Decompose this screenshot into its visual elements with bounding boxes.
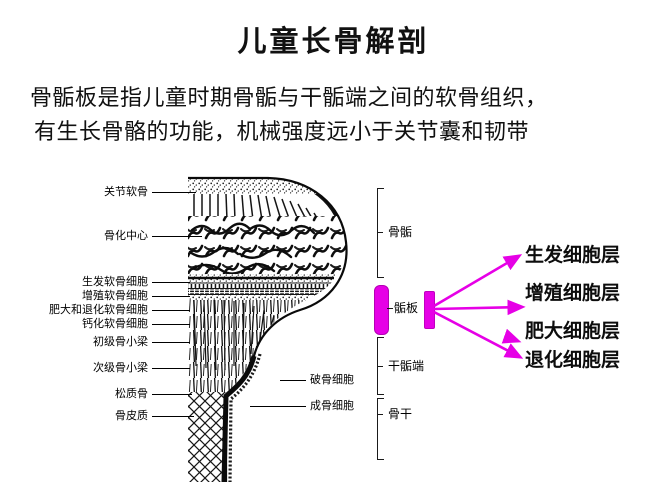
page-title: 儿童长骨解剖 (237, 24, 430, 58)
left-label-calcified-chondrocyte: 钙化软骨细胞 (82, 317, 148, 330)
leader-line-articular-cartilage (152, 192, 196, 193)
growth-plate-highlight-box (374, 285, 389, 335)
left-label-primary-trabecula: 初级骨小梁 (93, 335, 148, 348)
callout-label-degenerative-cell-layer: 退化细胞层 (525, 349, 621, 371)
left-label-germinal-chondrocyte: 生发软骨细胞 (82, 275, 148, 288)
bracket-tick-epiphysis (377, 232, 383, 233)
leader-line-osteoclast (280, 380, 306, 381)
leader-line-cortical-bone (152, 416, 194, 417)
bracket-tick-metaphysis (377, 366, 383, 367)
callout-label-proliferative-cell-layer: 增殖细胞层 (525, 282, 621, 304)
inner-label-osteoclast: 破骨细胞 (310, 373, 354, 386)
bracket-label-epiphysis: 骨骺 (388, 225, 413, 239)
epiphysis-region (188, 178, 347, 281)
left-label-proliferating-chondrocyte: 增殖软骨细胞 (82, 289, 148, 302)
leader-line-cancellous-bone (152, 394, 192, 395)
leader-line-osteoblast (250, 406, 306, 407)
inner-label-osteoblast: 成骨细胞 (310, 399, 354, 412)
bracket-tick-physis (387, 308, 393, 309)
diaphysis-region (188, 392, 228, 482)
left-label-secondary-trabecula: 次级骨小梁 (93, 361, 148, 374)
bracket-label-metaphysis: 干骺端 (388, 359, 425, 373)
left-label-ossification-center: 骨化中心 (104, 229, 148, 242)
callout-arrow-germinal-cell-layer (433, 254, 523, 308)
bracket-label-diaphysis: 骨干 (388, 407, 413, 421)
leader-line-proliferating-chondrocyte (152, 296, 190, 297)
bracket-label-physis: 骺板 (394, 301, 419, 315)
callout-label-germinal-cell-layer: 生发细胞层 (525, 244, 621, 266)
callout-label-hypertrophic-cell-layer: 肥大细胞层 (525, 320, 621, 342)
leader-line-calcified-chondrocyte (152, 324, 190, 325)
left-label-hypertrophic-degenerating-chondrocyte: 肥大和退化软骨细胞 (49, 303, 148, 316)
leader-line-ossification-center (152, 236, 202, 237)
subtitle-line-2: 有生长骨骼的功能，机械强度远小于关节囊和韧带 (34, 120, 530, 145)
leader-line-hypertrophic-degenerating-chondrocyte (152, 310, 190, 311)
left-label-articular-cartilage: 关节软骨 (104, 185, 148, 198)
left-label-cancellous-bone: 松质骨 (115, 387, 148, 400)
bone-illustration (188, 176, 348, 483)
leader-line-secondary-trabecula (152, 368, 190, 369)
leader-line-germinal-chondrocyte (152, 282, 190, 283)
leader-line-primary-trabecula (152, 342, 190, 343)
subtitle-line-1: 骨骺板是指儿童时期骨骺与干骺端之间的软骨组织， (30, 86, 548, 111)
subtitle-paragraph: 骨骺板是指儿童时期骨骺与干骺端之间的软骨组织， 有生长骨骼的功能，机械强度远小于… (30, 82, 640, 150)
callout-origin-bar (424, 291, 435, 329)
bracket-diaphysis (377, 398, 384, 460)
growth-plate-region (188, 281, 333, 300)
bracket-epiphysis (377, 188, 384, 278)
callout-arrow-proliferative-cell-layer (433, 299, 526, 316)
callout-arrow-hypertrophic-cell-layer (501, 328, 522, 344)
bracket-tick-diaphysis (377, 414, 383, 415)
callout-arrow-degenerative-cell-layer (433, 310, 524, 359)
left-label-cortical-bone: 骨皮质 (115, 409, 148, 422)
